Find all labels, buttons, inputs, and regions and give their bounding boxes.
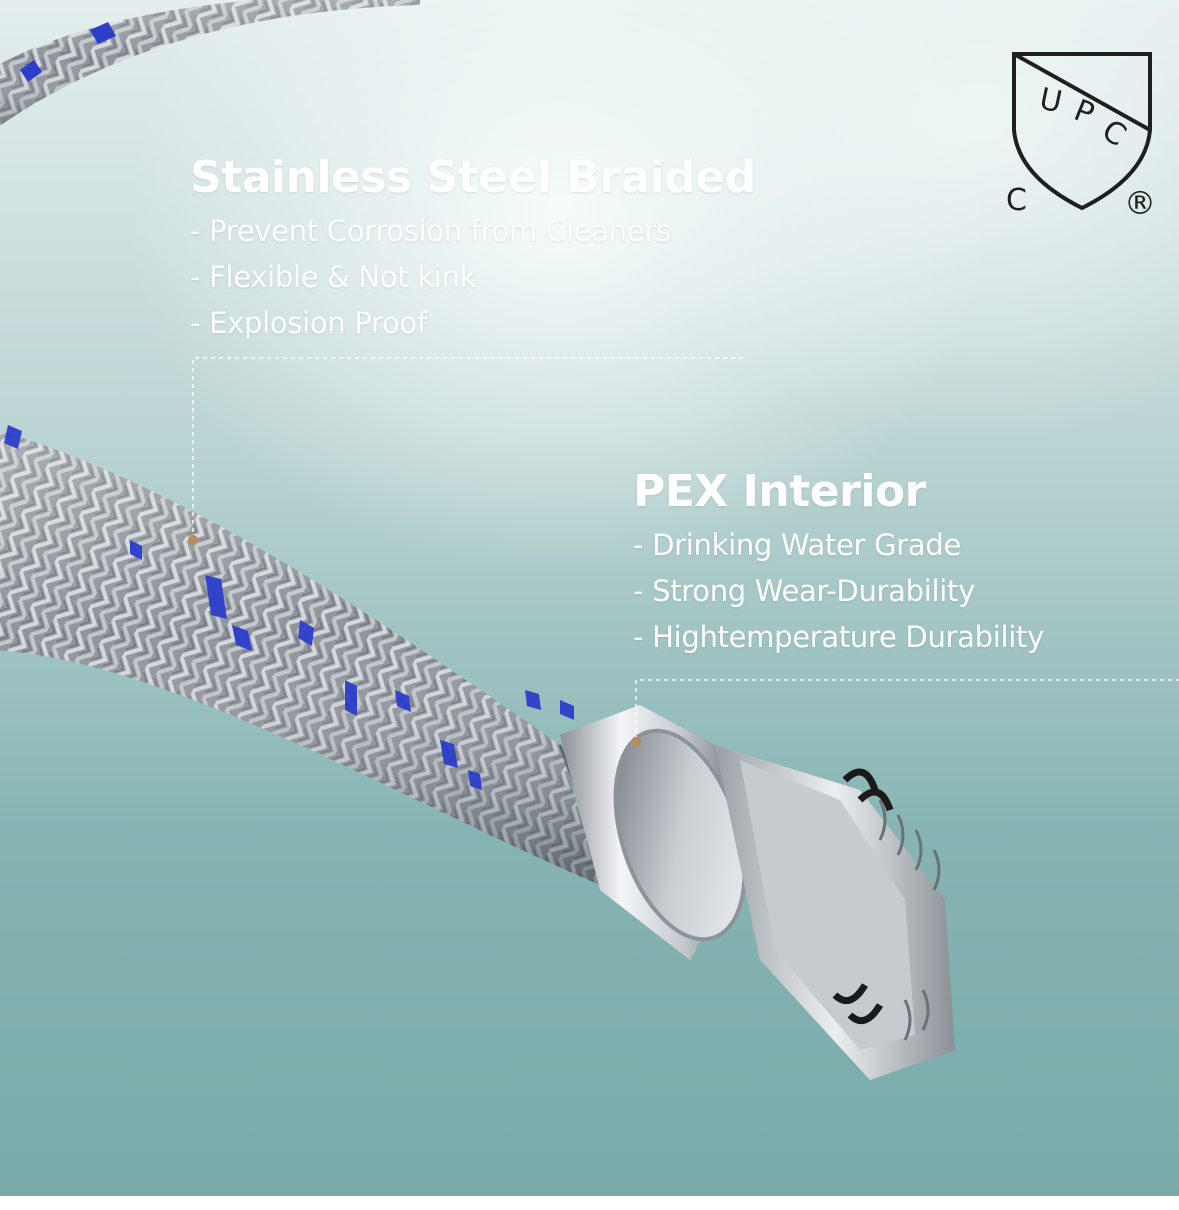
pex-sleeve [560,705,747,960]
marker-dot-steel [188,535,198,545]
registered-mark: ® [1124,184,1156,222]
feature-item: - Strong Wear-Durability [633,574,975,608]
hose-top-arc [0,0,420,126]
brass-fitting [715,745,955,1080]
hose-main-body [0,425,602,886]
callout-stainless-steel: Stainless Steel Braided - Prevent Corros… [190,152,756,346]
feature-item: - Flexible & Not kink [190,260,477,294]
upc-shield-icon: U P C C ® [1006,52,1156,222]
marker-dot-pex [631,737,641,747]
feature-list: - Drinking Water Grade - Strong Wear-Dur… [633,522,1044,660]
callout-title: Stainless Steel Braided [190,152,756,203]
feature-list: - Prevent Corrosion from Cleaners - Flex… [190,208,756,346]
feature-item: - Explosion Proof [190,306,427,340]
upc-certification-mark: U P C C ® [1000,48,1170,228]
feature-item: - Prevent Corrosion from Cleaners [190,214,671,248]
feature-item: - Drinking Water Grade [633,528,961,562]
callout-title: PEX Interior [633,466,926,517]
upc-letter: P [1069,93,1099,132]
callout-leader-pex [635,679,1179,740]
callout-pex-interior: PEX Interior - Drinking Water Grade - St… [633,466,1044,660]
upc-letter: U [1036,82,1065,121]
feature-item: - Hightemperature Durability [633,620,1044,654]
cert-left-letter: C [1006,183,1027,218]
